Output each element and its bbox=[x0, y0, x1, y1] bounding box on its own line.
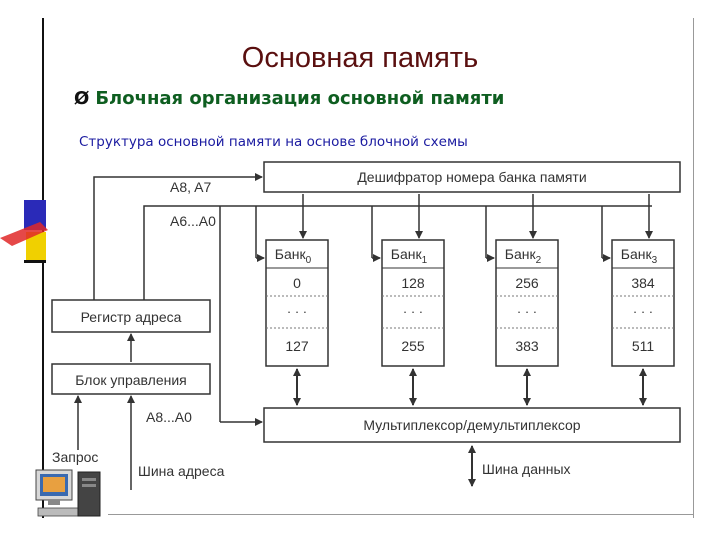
wire-register-to-decoder bbox=[93, 173, 263, 300]
bank-first-address: 256 bbox=[515, 275, 539, 291]
drive-bay-2 bbox=[82, 484, 96, 487]
addr-bits-low-label: A8...A0 bbox=[146, 409, 192, 425]
computer-clipart-icon bbox=[35, 469, 101, 517]
bank-dots: · · · bbox=[633, 304, 653, 319]
control-unit-label: Блок управления bbox=[75, 372, 187, 388]
decoder-box bbox=[263, 161, 681, 193]
bank-box bbox=[381, 239, 445, 367]
bullet-marker: Ø bbox=[74, 88, 90, 109]
bank-dots: · · · bbox=[517, 304, 537, 319]
bank-name: Банк3 bbox=[621, 246, 658, 266]
multiplexer-box bbox=[263, 407, 681, 443]
bank-index: 1 bbox=[422, 255, 428, 266]
bank-name: Банк0 bbox=[275, 246, 312, 266]
keyboard bbox=[37, 507, 79, 517]
bank-index: 0 bbox=[306, 255, 312, 266]
monitor-image bbox=[43, 477, 65, 492]
bank-first-address: 128 bbox=[401, 275, 425, 291]
bank-index: 3 bbox=[652, 255, 658, 266]
addr-bits-high-label: A8, A7 bbox=[170, 179, 211, 195]
bank-1: Банк1 128 · · · 255 bbox=[371, 194, 445, 406]
monitor-stand bbox=[48, 500, 60, 505]
bank-last-address: 127 bbox=[285, 338, 309, 354]
control-unit-box bbox=[51, 363, 211, 395]
deco-yellow-square bbox=[26, 232, 46, 260]
diagram-caption: Структура основной памяти на основе блоч… bbox=[79, 134, 468, 150]
address-register-label: Регистр адреса bbox=[81, 309, 182, 325]
slide-border-right bbox=[693, 18, 694, 518]
bullet-text: Блочная организация основной памяти bbox=[95, 88, 505, 109]
wire-address-bus-to-banks bbox=[143, 205, 652, 300]
system-unit bbox=[77, 471, 101, 517]
decoder-label: Дешифратор номера банка памяти bbox=[357, 169, 586, 185]
decorative-squares bbox=[0, 200, 48, 263]
deco-red-shape bbox=[0, 222, 48, 246]
bank-name: Банк1 bbox=[391, 246, 428, 266]
address-bus-label: Шина адреса bbox=[138, 463, 225, 479]
deco-black-bar bbox=[24, 260, 46, 263]
bank-index: 2 bbox=[536, 255, 542, 266]
bank-first-address: 384 bbox=[631, 275, 655, 291]
bank-dots: · · · bbox=[403, 304, 423, 319]
bank-last-address: 255 bbox=[401, 338, 425, 354]
request-label: Запрос bbox=[52, 449, 98, 465]
bank-box bbox=[611, 239, 675, 367]
data-bus-label: Шина данных bbox=[482, 461, 571, 477]
bank-first-address: 0 bbox=[293, 275, 301, 291]
bank-last-address: 511 bbox=[632, 338, 655, 354]
bank-box bbox=[265, 239, 329, 367]
slide-border-left bbox=[42, 18, 44, 518]
addr-bits-mid-label: A6...A0 bbox=[170, 213, 216, 229]
bank-name: Банк2 bbox=[505, 246, 542, 266]
multiplexer-label: Мультиплексор/демультиплексор bbox=[363, 417, 580, 433]
memory-block-diagram: Дешифратор номера банка памяти Регистр а… bbox=[51, 161, 681, 490]
bank-2: Банк2 256 · · · 383 bbox=[485, 194, 559, 406]
bank-3: Банк3 384 · · · 511 bbox=[601, 194, 675, 406]
drive-bay bbox=[82, 478, 96, 481]
address-register-box bbox=[51, 299, 211, 333]
bank-box bbox=[495, 239, 559, 367]
bank-dots: · · · bbox=[287, 304, 307, 319]
slide-title: Основная память bbox=[241, 42, 479, 74]
bank-last-address: 383 bbox=[515, 338, 539, 354]
slide-border-bottom bbox=[108, 514, 694, 515]
